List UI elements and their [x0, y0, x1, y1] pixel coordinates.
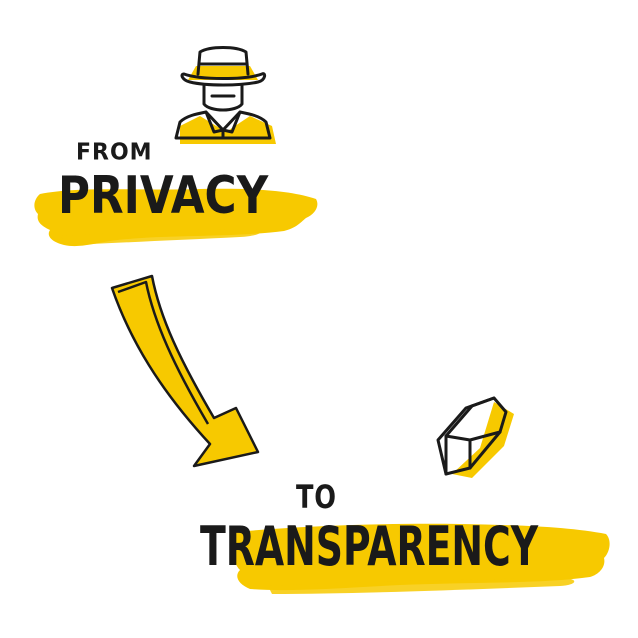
privacy-heading: PRIVACY: [58, 166, 269, 226]
privacy-brush-tail: [60, 229, 262, 245]
transparency-brush-stroke: [233, 523, 610, 591]
arrow-outline: [117, 280, 210, 425]
transparency-brush-tail: [268, 578, 575, 594]
to-label: TO: [296, 478, 337, 516]
arrow-fill: [110, 274, 260, 468]
transparency-heading: TRANSPARENCY: [200, 515, 539, 578]
from-label: FROM: [76, 139, 153, 166]
gem-shadow: [452, 402, 514, 478]
